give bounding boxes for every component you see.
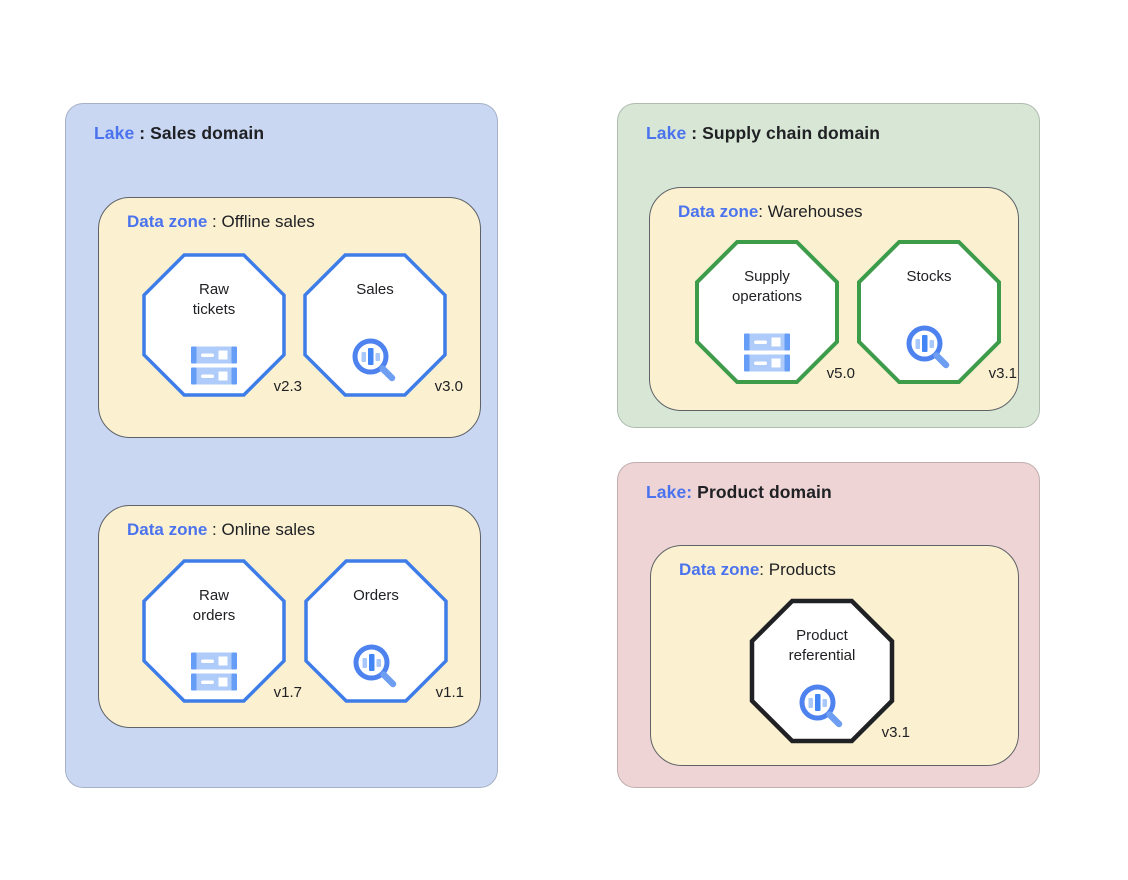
data-zone-title-prefix: Data zone — [678, 202, 759, 221]
data-zone-title-rest: : Online sales — [207, 520, 316, 539]
octagon-shape — [304, 559, 448, 703]
asset-name: Supply operations — [731, 268, 803, 305]
asset-raw-tickets: Raw tickets v2.3 — [142, 253, 302, 397]
asset-name: Sales — [356, 281, 394, 298]
lake-title: Lake: Product domain — [646, 482, 832, 503]
lake-supply-chain-domain: Lake : Supply chain domain Data zone: Wa… — [617, 103, 1040, 428]
data-zone-warehouses: Data zone: Warehouses Supply operations … — [649, 187, 1019, 411]
asset-raw-orders: Raw orders v1.7 — [142, 559, 302, 703]
lake-title-prefix: Lake — [94, 123, 135, 143]
storage-icon — [190, 345, 238, 386]
search-insights-icon — [350, 336, 400, 386]
asset-stocks: Stocks v3.1 — [857, 240, 1017, 384]
lake-title: Lake : Supply chain domain — [646, 123, 880, 144]
data-zone-title: Data zone: Warehouses — [678, 202, 863, 222]
data-zone-title-rest: : Products — [759, 560, 836, 579]
asset-version: v3.1 — [881, 724, 910, 741]
asset-supply-operations: Supply operations v5.0 — [695, 240, 855, 384]
lake-title-rest: : Sales domain — [134, 123, 265, 143]
asset-version: v1.1 — [435, 684, 464, 701]
search-insights-icon — [351, 642, 401, 692]
data-zone-title-rest: : Warehouses — [758, 202, 863, 221]
lake-title-prefix: Lake: — [646, 482, 693, 502]
asset-version: v5.0 — [826, 365, 855, 382]
asset-product-referential: Product referential v3.1 — [749, 598, 910, 744]
asset-name: Stocks — [906, 268, 952, 285]
octagon-shape — [303, 253, 447, 397]
lake-title-rest: : Supply chain domain — [686, 123, 881, 143]
data-zone-title-prefix: Data zone — [127, 212, 208, 231]
data-zone-title-prefix: Data zone — [127, 520, 208, 539]
octagon-shape — [142, 253, 286, 397]
lake-title-rest: Product domain — [692, 482, 832, 502]
storage-icon — [743, 332, 791, 373]
asset-name: Orders — [353, 587, 399, 604]
search-insights-icon — [904, 323, 954, 373]
lake-sales-domain: Lake : Sales domain Data zone : Offline … — [65, 103, 498, 788]
data-zone-online-sales: Data zone : Online sales Raw orders v1.7… — [98, 505, 481, 728]
lake-product-domain: Lake: Product domain Data zone: Products… — [617, 462, 1040, 788]
octagon-shape — [749, 598, 895, 744]
asset-version: v3.0 — [434, 378, 463, 395]
octagon-shape — [142, 559, 286, 703]
octagon-shape — [857, 240, 1001, 384]
asset-version: v3.1 — [988, 365, 1017, 382]
storage-icon — [190, 651, 238, 692]
asset-name: Raw orders — [192, 587, 236, 624]
data-zone-title-rest: : Offline sales — [207, 212, 315, 231]
asset-name: Product referential — [788, 627, 856, 664]
data-zone-offline-sales: Data zone : Offline sales Raw tickets v2… — [98, 197, 481, 438]
data-zone-title: Data zone : Offline sales — [127, 212, 315, 232]
asset-orders: Orders v1.1 — [304, 559, 464, 703]
asset-version: v1.7 — [273, 684, 302, 701]
data-zone-title: Data zone: Products — [679, 560, 836, 580]
data-zone-title-prefix: Data zone — [679, 560, 760, 579]
octagon-shape — [695, 240, 839, 384]
asset-sales: Sales v3.0 — [303, 253, 463, 397]
lake-title: Lake : Sales domain — [94, 123, 264, 144]
asset-name: Raw tickets — [192, 281, 236, 318]
search-insights-icon — [797, 682, 847, 732]
asset-version: v2.3 — [273, 378, 302, 395]
data-zone-title: Data zone : Online sales — [127, 520, 315, 540]
lake-title-prefix: Lake — [646, 123, 687, 143]
data-zone-products: Data zone: Products Product referential … — [650, 545, 1019, 766]
